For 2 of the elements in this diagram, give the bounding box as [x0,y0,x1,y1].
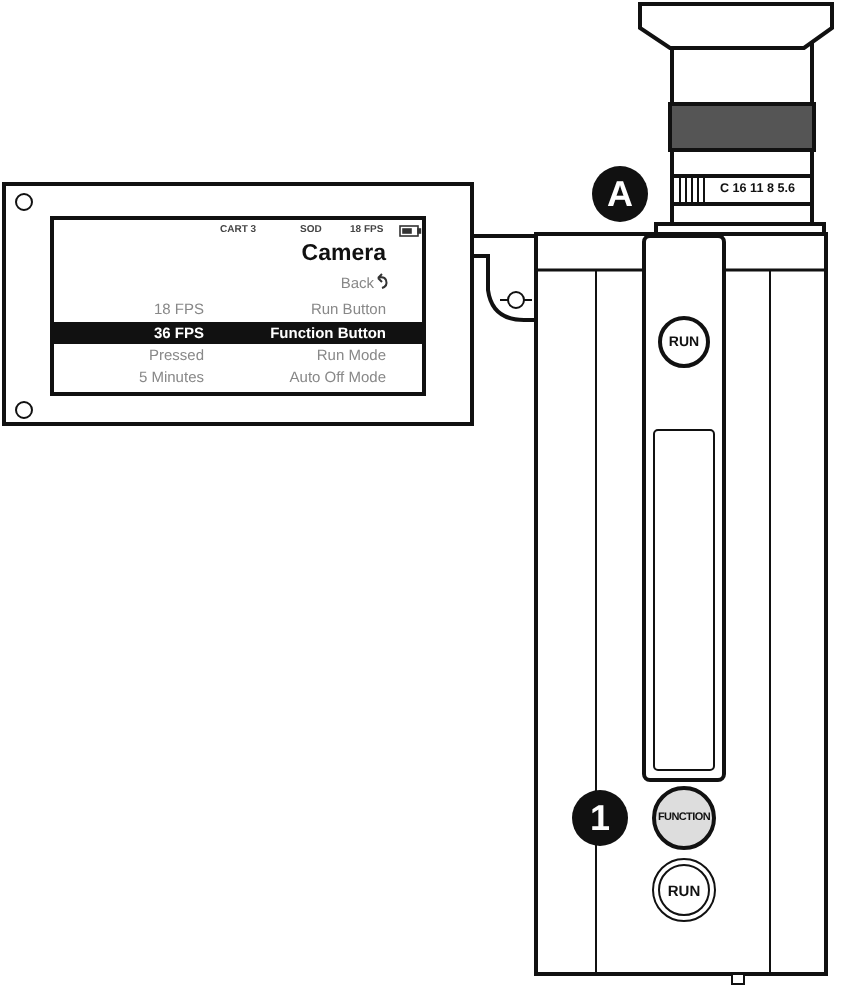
callout-marker: A [592,166,648,222]
menu-title: Camera [301,244,386,267]
